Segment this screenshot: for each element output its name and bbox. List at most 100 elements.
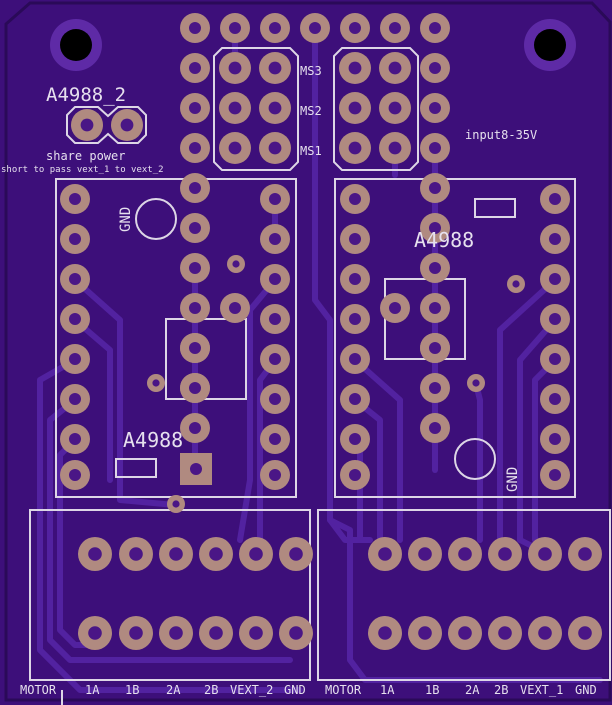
center-right-col-pad-1-hole: [429, 62, 441, 74]
left-driver-left-pin-2: [60, 224, 90, 254]
right-driver-left-pin-3: [340, 264, 370, 294]
left-driver-left-pin-8-hole: [69, 469, 81, 481]
right-chip-pad-2: [420, 333, 450, 363]
left-driver-right-pin-1-hole: [269, 193, 281, 205]
right-driver-left-pin-6: [340, 384, 370, 414]
center-right-col-pad-6: [420, 253, 450, 283]
bottom-left-label-2: 1A: [85, 683, 100, 697]
left-driver-left-pin-4-hole: [69, 313, 81, 325]
ms-left-a-pad-2-hole: [228, 101, 242, 115]
mounting-holes: [50, 19, 576, 71]
share-power-pad-2: [111, 109, 143, 141]
left-terminal-top-pad-6: [279, 537, 313, 571]
right-terminal-bottom-pad-5: [528, 616, 562, 650]
right-driver-label: A4988: [414, 228, 474, 252]
left-driver-left-pin-3-hole: [69, 273, 81, 285]
left-driver-right-pin-6: [260, 384, 290, 414]
right-driver-left-pin-1: [340, 184, 370, 214]
left-driver-left-pin-7-hole: [69, 433, 81, 445]
top-header-pad-4-hole: [309, 22, 321, 34]
left-chip-pad-1: [180, 333, 210, 363]
via-5-hole: [472, 379, 480, 387]
left-terminal-top-pad-4: [199, 537, 233, 571]
right-driver-right-pin-3: [540, 264, 570, 294]
right-terminal-bottom-pad-2: [408, 616, 442, 650]
left-driver-right-pin-5: [260, 344, 290, 374]
right-driver-right-pin-2: [540, 224, 570, 254]
right-terminal-top-pad-4-hole: [498, 547, 512, 561]
share-power-pad-1: [71, 109, 103, 141]
left-terminal-bottom-pad-5: [239, 616, 273, 650]
right-terminal-top-pad-3-hole: [458, 547, 472, 561]
left-driver-right-pin-3-hole: [269, 273, 281, 285]
left-driver-right-pin-3: [260, 264, 290, 294]
top-header-pad-6: [380, 13, 410, 43]
right-capacitor-mark: [474, 198, 516, 218]
left-terminal-bottom-pad-2-hole: [129, 626, 143, 640]
left-terminal-bottom-pad-1: [78, 616, 112, 650]
right-driver-left-pin-8: [340, 460, 370, 490]
center-left-col-pad-5-hole: [189, 222, 201, 234]
ms-left-b-pad-2-hole: [268, 101, 282, 115]
ms-right-a-pad-1: [339, 52, 371, 84]
left-terminal-top-pad-5-hole: [249, 547, 263, 561]
right-driver-left-pin-1-hole: [349, 193, 361, 205]
center-left-col-pad-1: [180, 53, 210, 83]
center-right-col-pad-5-hole: [429, 222, 441, 234]
right-driver-left-pin-4-hole: [349, 313, 361, 325]
left-driver-label: A4988: [123, 428, 183, 452]
bottom-left-label-5: 2B: [204, 683, 218, 697]
mount-hole-right-drill: [534, 29, 566, 61]
right-terminal-top-pad-1-hole: [378, 547, 392, 561]
ms-right-a-pad-3-hole: [348, 141, 362, 155]
top-header-pad-1-hole: [189, 22, 201, 34]
left-driver-right-pin-4: [260, 304, 290, 334]
center-left-col-pad-1-hole: [189, 62, 201, 74]
right-gnd-label: GND: [505, 467, 521, 492]
right-driver-right-pin-6: [540, 384, 570, 414]
right-driver-left-pin-7: [340, 424, 370, 454]
via-3: [167, 495, 185, 513]
ms3-label: MS3: [300, 64, 322, 78]
top-header-pad-7-hole: [429, 22, 441, 34]
left-terminal-top-pad-3-hole: [169, 547, 183, 561]
left-terminal-bottom-pad-5-hole: [249, 626, 263, 640]
ms-left-b-pad-1: [259, 52, 291, 84]
center-left-col-pad-7-hole: [189, 302, 201, 314]
left-driver-right-pin-2-hole: [269, 233, 281, 245]
jumper-outline-share: [66, 106, 147, 144]
via-4-hole: [512, 280, 520, 288]
center-right-col-pad-5: [420, 213, 450, 243]
top-header-pad-4: [300, 13, 330, 43]
left-terminal-bottom-pad-2: [119, 616, 153, 650]
left-driver-left-pin-1: [60, 184, 90, 214]
left-driver-left-pin-5: [60, 344, 90, 374]
ms-left-b-pad-3-hole: [268, 141, 282, 155]
right-driver-right-pin-2-hole: [549, 233, 561, 245]
right-driver-right-pin-8: [540, 460, 570, 490]
center-left-col-pad-6: [180, 253, 210, 283]
center-left-col-pad-5: [180, 213, 210, 243]
bottom-left-label-3: 1B: [125, 683, 139, 697]
bottom-left-label-4: 2A: [166, 683, 181, 697]
center-right-col-pad-2-hole: [429, 102, 441, 114]
right-terminal-top-pad-2-hole: [418, 547, 432, 561]
right-terminal-bottom-pad-4-hole: [498, 626, 512, 640]
right-terminal-bottom-pad-6: [568, 616, 602, 650]
right-driver-left-pin-5-hole: [349, 353, 361, 365]
ms-left-a-pad-2: [219, 92, 251, 124]
ms2-label: MS2: [300, 104, 322, 118]
left-driver-left-pin-5-hole: [69, 353, 81, 365]
right-terminal-top-pad-1: [368, 537, 402, 571]
left-terminal-bottom-pad-4: [199, 616, 233, 650]
right-driver-right-pin-4: [540, 304, 570, 334]
board-outline: [4, 1, 612, 702]
center-right-col-pad-10-hole: [429, 422, 441, 434]
via-4: [507, 275, 525, 293]
via-3-hole: [172, 500, 180, 508]
center-right-col-pad-3-hole: [429, 142, 441, 154]
left-terminal-top-pad-2-hole: [129, 547, 143, 561]
ms-left-a-pad-3-hole: [228, 141, 242, 155]
right-terminal-top-pad-6-hole: [578, 547, 592, 561]
bottom-left-label-6: VEXT_2: [230, 683, 273, 697]
